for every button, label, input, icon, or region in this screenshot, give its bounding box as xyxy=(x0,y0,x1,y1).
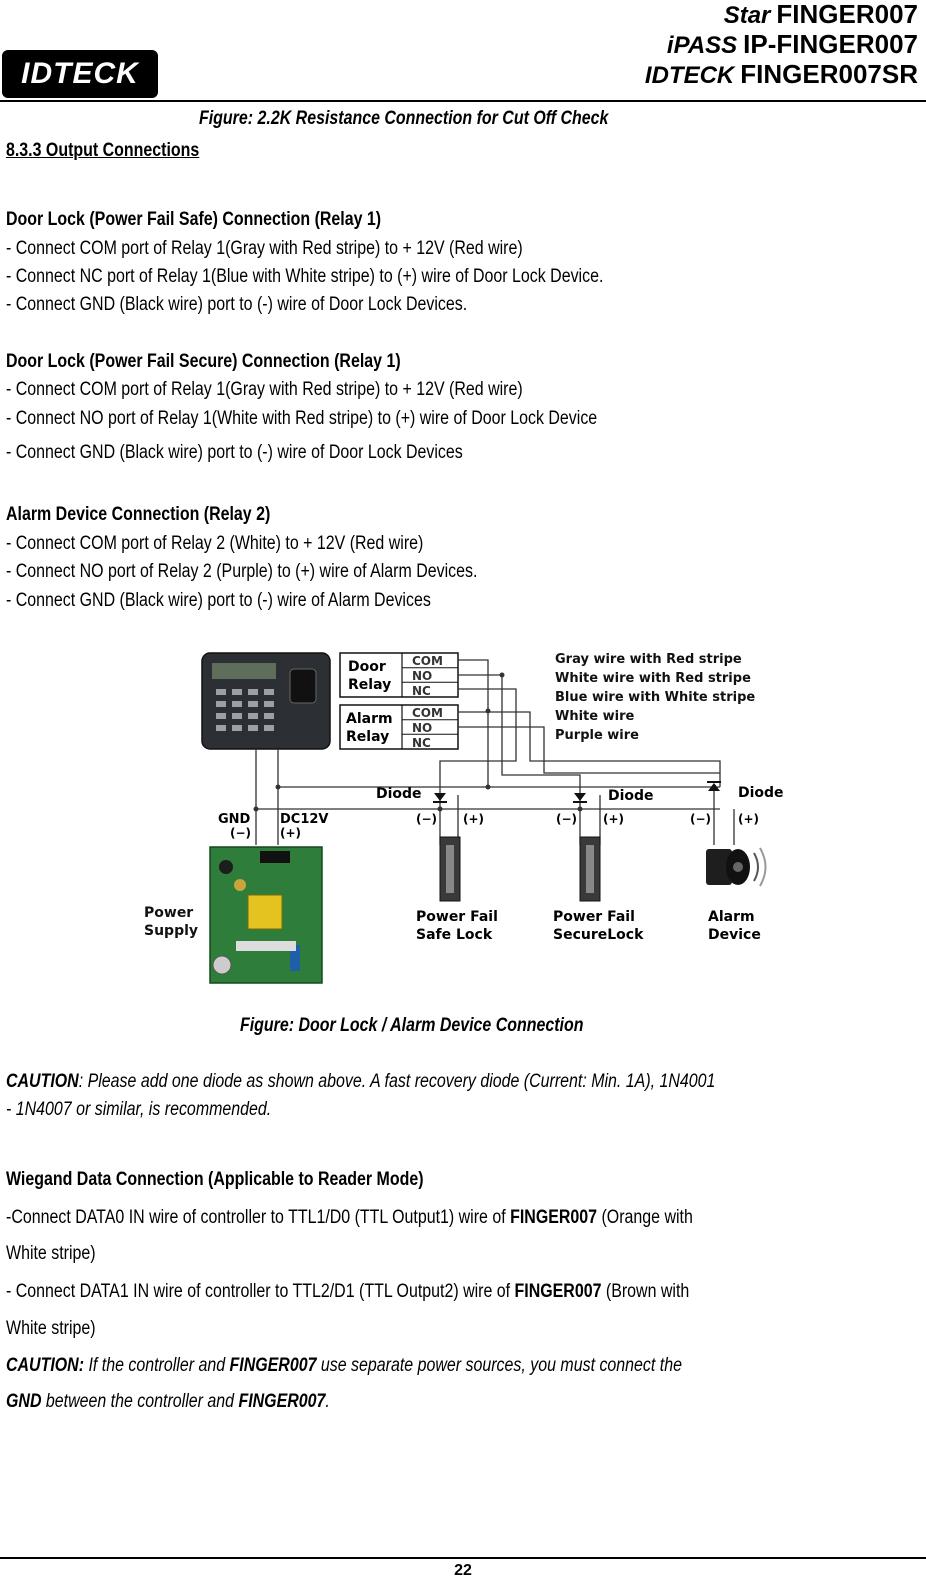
polarity-labels: (−) (+) (−) (+) (−) (+) xyxy=(416,812,759,826)
alarm-port-no: NO xyxy=(412,721,432,735)
power-supply-label-2: Supply xyxy=(144,923,198,939)
diode-icon: Diode xyxy=(376,786,447,803)
power-terminal-labels: GND (−) DC12V (+) xyxy=(218,812,328,840)
alarm-relay-label-1: Alarm xyxy=(346,711,393,727)
gnd-label: GND xyxy=(218,812,251,827)
text-line: - Connect COM port of Relay 1(Gray with … xyxy=(6,238,523,259)
plus-label: (+) xyxy=(463,812,484,826)
page-number: 22 xyxy=(454,1562,472,1579)
dc-sign: (+) xyxy=(280,826,301,840)
caution-line-2: - 1N4007 or similar, is recommended. xyxy=(6,1099,272,1120)
heading-wiegand: Wiegand Data Connection (Applicable to R… xyxy=(6,1169,424,1190)
legend-item: Gray wire with Red stripe xyxy=(555,652,742,667)
fail-safe-lock-icon: Power Fail Safe Lock xyxy=(416,836,498,943)
minus-label: (−) xyxy=(416,812,437,826)
gnd-sign: (−) xyxy=(230,826,251,840)
plus-label: (+) xyxy=(738,812,759,826)
wiegand-line-2: - Connect DATA1 IN wire of controller to… xyxy=(6,1281,690,1302)
wiring-diagram: Door Relay COM NO NC Alarm Relay COM NO … xyxy=(144,652,784,984)
alarm-port-nc: NC xyxy=(412,736,431,750)
door-relay-label-1: Door xyxy=(348,659,386,675)
caution2-line-1: CAUTION: If the controller and FINGER007… xyxy=(6,1355,682,1376)
caution-line-1: CAUTION: Please add one diode as shown a… xyxy=(6,1071,715,1093)
wiegand-line-1-cont: White stripe) xyxy=(6,1243,96,1264)
wiegand-line-1: -Connect DATA0 IN wire of controller to … xyxy=(6,1207,693,1228)
alarm-siren-icon: Alarm Device xyxy=(706,847,767,943)
alarm-device-label-1: Alarm xyxy=(708,909,755,925)
footer-rule xyxy=(0,1557,926,1559)
text-line: - Connect GND (Black wire) port to (-) w… xyxy=(6,442,463,463)
door-port-no: NO xyxy=(412,669,432,683)
text-line: - Connect GND (Black wire) port to (-) w… xyxy=(6,294,468,315)
fail-safe-label-2: Safe Lock xyxy=(416,927,493,943)
text-line: - Connect NO port of Relay 2 (Purple) to… xyxy=(6,561,478,582)
heading-fail-secure: Door Lock (Power Fail Secure) Connection… xyxy=(6,351,401,372)
caution-text: : Please add one diode as shown above. A… xyxy=(78,1071,716,1092)
door-port-nc: NC xyxy=(412,684,431,698)
heading-alarm: Alarm Device Connection (Relay 2) xyxy=(6,504,271,525)
diode-label: Diode xyxy=(738,785,784,801)
dc12v-label: DC12V xyxy=(280,812,328,827)
alarm-relay-box: Alarm Relay COM NO NC xyxy=(339,704,459,750)
caption-diagram: Figure: Door Lock / Alarm Device Connect… xyxy=(240,1015,584,1036)
plus-label: (+) xyxy=(603,812,624,826)
fail-safe-label-1: Power Fail xyxy=(416,909,498,925)
caption-top: Figure: 2.2K Resistance Connection for C… xyxy=(199,108,609,129)
legend-item: White wire xyxy=(555,709,634,724)
text-line: - Connect NC port of Relay 1(Blue with W… xyxy=(6,266,604,287)
alarm-device-label-2: Device xyxy=(708,927,761,943)
caution-label: CAUTION xyxy=(6,1071,79,1092)
wires xyxy=(255,659,735,845)
alarm-port-com: COM xyxy=(412,706,443,720)
text-line: - Connect NO port of Relay 1(White with … xyxy=(6,408,598,429)
door-relay-label-2: Relay xyxy=(348,677,391,693)
idteck-logo: IDTECK xyxy=(2,50,158,98)
wire-legend: Gray wire with Red stripe White wire wit… xyxy=(555,652,755,743)
door-relay-box: Door Relay COM NO NC xyxy=(339,652,459,698)
minus-label: (−) xyxy=(556,812,577,826)
section-title: 8.3.3 Output Connections xyxy=(6,140,200,161)
heading-fail-safe: Door Lock (Power Fail Safe) Connection (… xyxy=(6,209,382,230)
minus-label: (−) xyxy=(690,812,711,826)
text-line: - Connect GND (Black wire) port to (-) w… xyxy=(6,590,431,611)
door-port-com: COM xyxy=(412,654,443,668)
fail-secure-label-1: Power Fail xyxy=(553,909,635,925)
alarm-relay-label-2: Relay xyxy=(346,729,389,745)
power-supply-label-1: Power xyxy=(144,905,193,921)
text-line: - Connect COM port of Relay 1(Gray with … xyxy=(6,379,523,400)
text-line: - Connect COM port of Relay 2 (White) to… xyxy=(6,533,424,554)
legend-item: Purple wire xyxy=(555,728,639,743)
fingerprint-reader-device xyxy=(201,652,331,750)
caution2-line-2: GND between the controller and FINGER007… xyxy=(6,1391,330,1412)
legend-item: Blue wire with White stripe xyxy=(555,690,755,705)
diode-icon: Diode xyxy=(573,788,654,804)
fail-secure-lock-icon: Power Fail SecureLock xyxy=(553,836,644,943)
legend-item: White wire with Red stripe xyxy=(555,671,751,686)
header-rule xyxy=(0,100,926,102)
diode-label: Diode xyxy=(376,786,422,802)
wiegand-line-2-cont: White stripe) xyxy=(6,1318,96,1339)
power-supply-board: Power Supply xyxy=(144,846,323,984)
diode-icon: Diode xyxy=(707,781,784,801)
fail-secure-label-2: SecureLock xyxy=(553,927,644,943)
diode-label: Diode xyxy=(608,788,654,804)
